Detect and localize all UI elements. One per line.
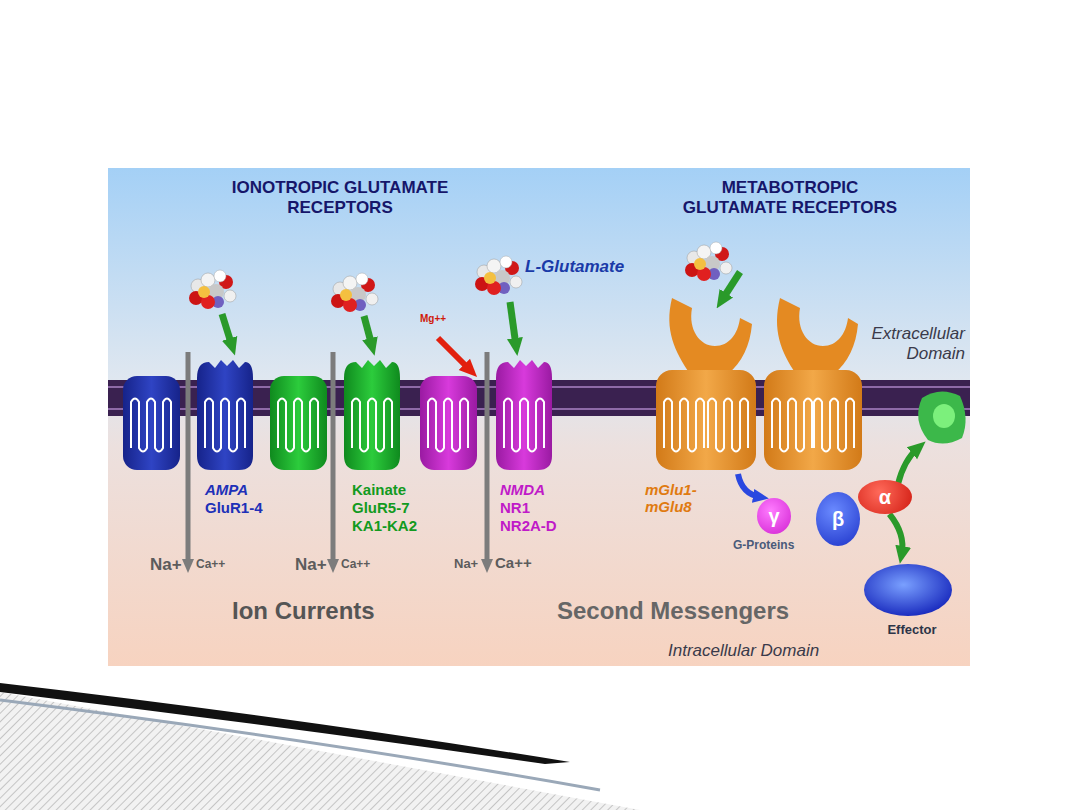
molecule-label: L-Glutamate <box>525 257 624 277</box>
subunit-label: KA1-KA2 <box>352 517 417 534</box>
kainate-receptor <box>278 399 318 452</box>
section-caption: Ion Currents <box>232 597 375 625</box>
node-caption: Effector <box>862 622 962 638</box>
ion-flow-arrow <box>331 352 336 566</box>
mglu-receptor <box>656 370 756 470</box>
ampa-receptor <box>205 399 245 452</box>
mglu-receptor <box>664 399 704 452</box>
region-label: Intracellular Domain <box>668 641 819 661</box>
slide-swoosh <box>0 683 570 764</box>
nmda-receptor <box>420 376 477 470</box>
ion-channel-effector <box>918 391 965 443</box>
mglu-receptor <box>764 370 862 470</box>
receptor-name: NMDA <box>500 481 545 498</box>
effector-shape <box>862 562 962 618</box>
binding-arrow <box>722 272 740 300</box>
subunit-label: GluR5-7 <box>352 499 410 516</box>
nmda-receptor <box>420 360 552 470</box>
ion-label: Mg++ <box>420 313 446 325</box>
glutamate-molecule <box>189 242 732 312</box>
nmda-receptor <box>504 399 544 452</box>
region-label: Extracellular Domain <box>835 324 965 363</box>
effector-node: Effector <box>862 562 962 642</box>
subunit-symbol: γ <box>768 506 779 526</box>
magnesium-block-arrow <box>438 338 470 370</box>
slide-swoosh <box>0 700 600 790</box>
slide-swoosh <box>0 692 640 810</box>
receptor-name: AMPA <box>205 481 248 498</box>
ion-channel-effector <box>933 404 955 428</box>
nmda-receptor <box>428 399 468 452</box>
ion-label: Na+ <box>454 557 478 572</box>
activation-arrow <box>738 474 760 497</box>
group-label: G-Proteins <box>733 539 794 553</box>
mglu-receptor <box>772 399 812 452</box>
glutamate-molecule <box>685 242 732 281</box>
mglu-receptor <box>656 298 862 470</box>
ion-flow-arrow <box>186 352 191 566</box>
binding-arrow <box>222 314 232 346</box>
receptor-name: Kainate <box>352 481 406 498</box>
ampa-receptor <box>123 360 253 470</box>
kainate-receptor <box>352 399 392 452</box>
section-heading: IONOTROPIC GLUTAMATE RECEPTORS <box>195 178 485 217</box>
subunit-label: GluR1-4 <box>205 499 263 516</box>
ion-channel-effector <box>918 391 965 443</box>
section-caption: Second Messengers <box>557 597 789 625</box>
section-heading: METABOTROPIC GLUTAMATE RECEPTORS <box>670 178 910 217</box>
nmda-receptor <box>496 360 552 470</box>
signal-arrow <box>898 448 918 484</box>
background-panel <box>108 168 970 666</box>
glutamate-molecule <box>189 270 236 309</box>
subunit-label: NR2A-D <box>500 517 557 534</box>
kainate-receptor <box>344 360 400 470</box>
mglu-receptor <box>777 298 858 374</box>
ion-label: Ca++ <box>196 558 225 572</box>
ion-flow-arrow <box>485 352 490 566</box>
ion-label: Na+ <box>150 555 182 575</box>
effector-ellipse <box>864 564 952 616</box>
signal-connector <box>889 514 902 554</box>
ampa-receptor <box>123 376 180 470</box>
receptor-name: mGlu1- mGlu8 <box>645 481 707 516</box>
subunit-symbol: β <box>832 509 844 529</box>
kainate-receptor <box>270 360 400 470</box>
kainate-receptor <box>270 376 327 470</box>
binding-arrow <box>510 302 516 346</box>
subunit-symbol: α <box>879 487 891 507</box>
glutamate-molecule <box>475 256 522 295</box>
ampa-receptor <box>131 399 171 452</box>
ion-flow-arrow <box>188 352 487 566</box>
ion-label: Ca++ <box>341 558 370 572</box>
ion-label: Ca++ <box>495 554 532 571</box>
effector-caption-box: Effector <box>862 622 962 638</box>
binding-arrow <box>222 272 740 346</box>
binding-arrow <box>364 316 372 346</box>
g-protein-subunit: α <box>858 480 912 514</box>
ion-label: Na+ <box>295 555 327 575</box>
slide-swoosh <box>0 683 640 810</box>
mglu-receptor <box>814 399 854 452</box>
ampa-receptor <box>197 360 253 470</box>
g-protein-subunit: γ <box>757 498 791 534</box>
glutamate-molecule <box>331 273 378 312</box>
mglu-receptor <box>669 298 752 374</box>
mglu-receptor <box>708 399 748 452</box>
subunit-label: NR1 <box>500 499 530 516</box>
g-protein-subunit: β <box>816 492 860 546</box>
